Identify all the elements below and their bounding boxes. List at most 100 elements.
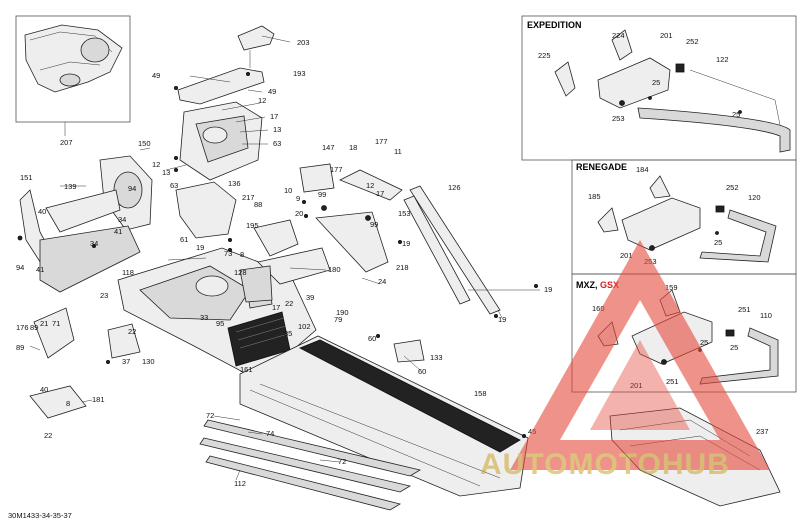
label-159: 159: [665, 283, 678, 292]
label-22c: 22: [44, 431, 52, 440]
label-89b: 89: [16, 343, 24, 352]
label-25b: 25: [732, 110, 740, 119]
diagram-code: 30M1433-34-35-37: [8, 511, 72, 520]
label-150: 150: [138, 139, 151, 148]
label-177a: 177: [375, 137, 388, 146]
label-160: 160: [592, 304, 605, 313]
label-94b: 94: [16, 263, 24, 272]
label-73: 73: [224, 249, 232, 258]
label-252: 252: [686, 37, 699, 46]
label-22a: 22: [285, 299, 293, 308]
label-72b: 72: [338, 457, 346, 466]
label-13a: 13: [273, 125, 281, 134]
inset-frame-box: 207: [15, 15, 131, 147]
label-12c: 12: [366, 181, 374, 190]
label-49b: 49: [268, 87, 276, 96]
label-25: 25: [652, 78, 660, 87]
label-195: 195: [246, 221, 259, 230]
inset-expedition-title: EXPEDITION: [527, 20, 582, 30]
label-118: 118: [122, 268, 134, 277]
label-128: 128: [234, 268, 247, 277]
label-61: 61: [180, 235, 188, 244]
label-41a: 41: [114, 227, 122, 236]
fastener-dots: [17, 72, 539, 438]
label-122: 122: [716, 55, 729, 64]
label-207: 207: [60, 138, 73, 147]
label-89a: 89: [30, 323, 38, 332]
label-8: 8: [240, 250, 244, 259]
label-201: 201: [660, 31, 673, 40]
label-39: 39: [306, 293, 314, 302]
label-21: 21: [40, 319, 48, 328]
label-8b: 8: [66, 399, 70, 408]
label-17b: 17: [376, 189, 384, 198]
label-19c: 19: [498, 315, 506, 324]
label-13b: 13: [162, 168, 170, 177]
label-224: 224: [612, 31, 625, 40]
label-253: 253: [612, 114, 625, 123]
label-71: 71: [52, 319, 60, 328]
label-153: 153: [398, 209, 411, 218]
label-20: 20: [295, 209, 303, 218]
label-23: 23: [100, 291, 108, 300]
label-99a: 99: [318, 190, 326, 199]
label-25m: 25: [700, 338, 708, 347]
label-177b: 177: [330, 165, 343, 174]
label-19a: 19: [402, 239, 410, 248]
inset-renegade: RENEGADE 184 185 252 120 201 253 25: [571, 159, 797, 275]
label-225: 225: [538, 51, 551, 60]
label-180: 180: [328, 265, 341, 274]
label-185: 185: [588, 192, 601, 201]
label-63a: 63: [273, 139, 281, 148]
main-callouts: 203 193 49 49 12 17 13 63 150 94 12 13 6…: [16, 38, 769, 488]
label-102: 102: [298, 322, 311, 331]
label-25m2: 25: [730, 343, 738, 352]
label-94a: 94: [128, 184, 136, 193]
watermark-text: AUTOMOTOHUB: [480, 448, 730, 481]
label-190: 190: [336, 308, 349, 317]
label-217: 217: [242, 193, 255, 202]
label-237: 237: [756, 427, 769, 436]
label-74: 74: [266, 429, 274, 438]
label-176: 176: [16, 323, 29, 332]
label-40a: 40: [38, 207, 46, 216]
label-201m: 201: [630, 381, 643, 390]
label-60b: 60: [418, 367, 426, 376]
label-151: 151: [20, 173, 33, 182]
label-17c: 17: [272, 303, 280, 312]
label-72a: 72: [206, 411, 214, 420]
label-34a: 34: [118, 215, 126, 224]
label-161: 161: [240, 365, 253, 374]
main-assembly: [17, 25, 781, 511]
label-218: 218: [396, 263, 409, 272]
label-133: 133: [430, 353, 443, 362]
inset-mxz-title: MXZ, GSX: [576, 280, 619, 290]
label-193: 193: [293, 69, 306, 78]
label-40b: 40: [40, 385, 48, 394]
label-139: 139: [64, 182, 77, 191]
label-19b: 19: [544, 285, 552, 294]
label-79: 79: [334, 315, 342, 324]
label-251b: 251: [666, 377, 679, 386]
label-41b: 41: [36, 265, 44, 274]
label-252r: 252: [726, 183, 739, 192]
label-34b: 34: [90, 239, 98, 248]
label-95: 95: [216, 319, 224, 328]
label-19d: 19: [196, 243, 204, 252]
watermark-triangle-logo: [510, 240, 770, 470]
label-110: 110: [760, 311, 772, 320]
label-126: 126: [448, 183, 461, 192]
label-12a: 12: [258, 96, 266, 105]
label-33: 33: [200, 313, 208, 322]
label-10: 10: [284, 186, 292, 195]
label-136: 136: [228, 179, 241, 188]
label-60a: 60: [368, 334, 376, 343]
label-49a: 49: [152, 71, 160, 80]
label-12b: 12: [152, 160, 160, 169]
label-147: 147: [322, 143, 335, 152]
label-251: 251: [738, 305, 751, 314]
label-112: 112: [234, 479, 246, 488]
label-158: 158: [474, 389, 487, 398]
label-22b: 22: [128, 327, 136, 336]
